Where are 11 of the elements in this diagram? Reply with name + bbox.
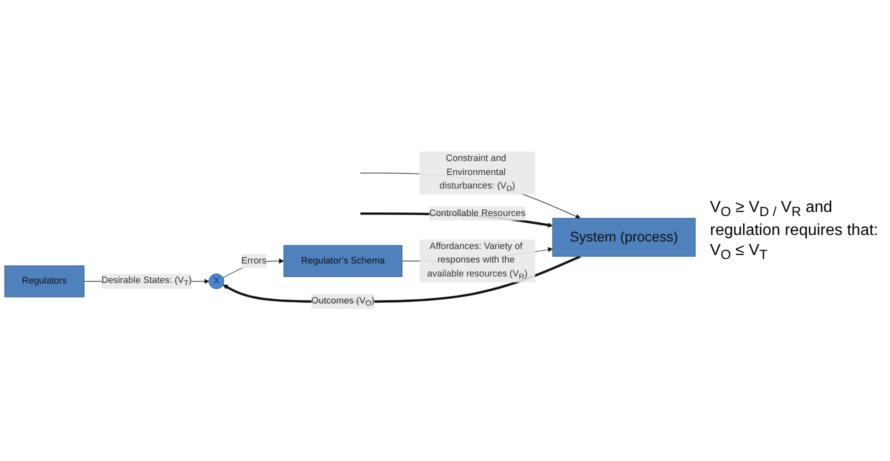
node-circle: X	[208, 274, 224, 290]
edge-label: Desirable States: (V$_{T}$)	[102, 276, 192, 288]
edge-label: Errors	[241, 256, 266, 266]
edge-label: Affordances: Variety of responses with the available resources (V$_{R}$)	[427, 241, 528, 281]
edge-label: Outcomes (V$_{O}$)	[311, 296, 375, 308]
edge-label: Controllable Resources	[429, 208, 526, 218]
node-box: Regulator’s Schema	[284, 245, 402, 278]
formula-note: V$_{O}$ ≥ V$_{D /}$ V$_{R}$ and regulation requires that: V$_{O}$ ≤ V$_{T}$	[710, 198, 880, 264]
node-box: Regulators	[4, 266, 84, 298]
edge-label: Constraint and Environmental disturbances: (V$_{D}$)	[440, 153, 516, 193]
node-box: System (process)	[552, 218, 696, 257]
